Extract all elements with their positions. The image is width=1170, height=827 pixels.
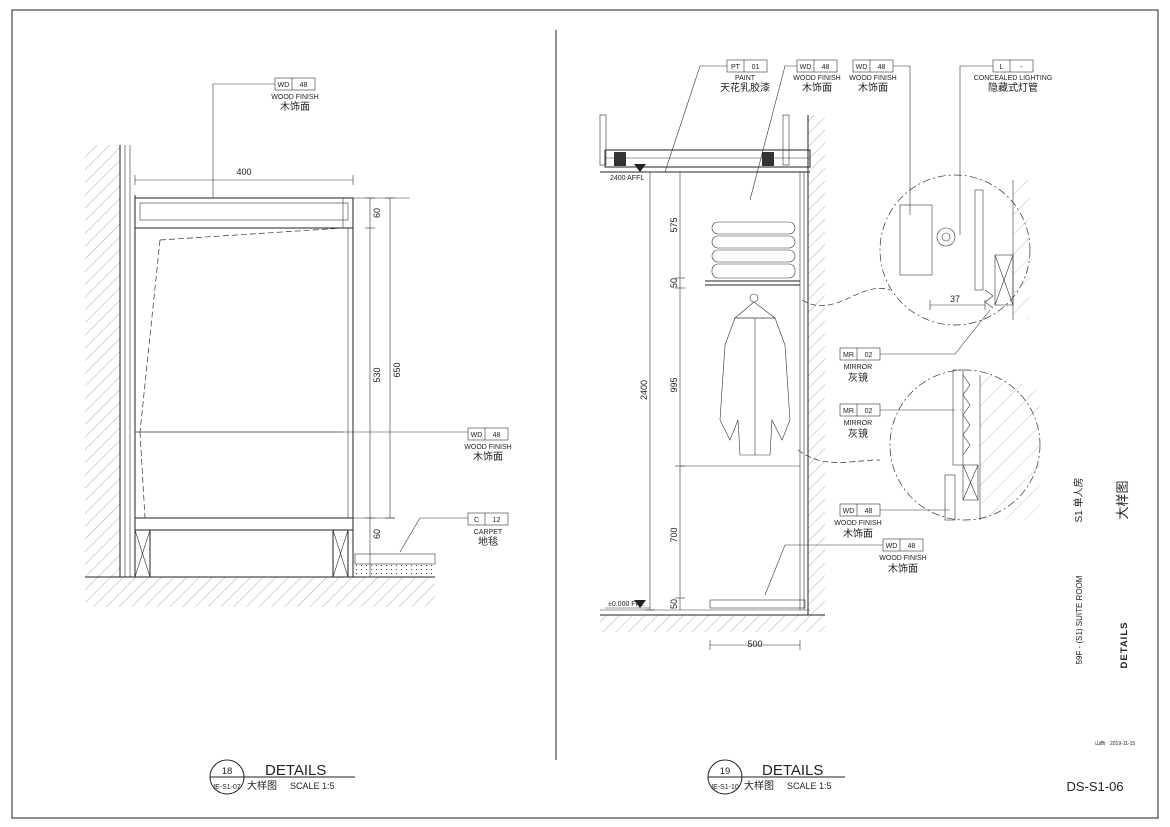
dim-19-700: 700 [669,527,679,542]
svg-text:48: 48 [300,82,308,89]
svg-text:IE-S1-10: IE-S1-10 [711,784,739,791]
svg-text:L: L [1000,64,1004,71]
svg-text:02: 02 [865,408,873,415]
callout-18-wd-mid: WD 48 WOOD FINISH 木饰面 [135,427,512,463]
svg-text:大样图: 大样图 [744,779,774,792]
dim-19-50a: 50 [669,278,679,288]
dim-19-total: 2400 [639,380,649,400]
callout-19-lighting: L - CONCEALED LIGHTING 隐藏式灯管 [959,59,1053,235]
dim-19-50b: 50 [669,599,679,609]
svg-text:WOOD FINISH: WOOD FINISH [849,75,896,82]
svg-text:48: 48 [878,64,886,71]
dim-18-bottom: 60 [372,529,382,539]
level-19-bottom: ±0.000 FFL [608,601,644,608]
svg-text:48: 48 [865,508,873,515]
svg-text:-: - [1020,64,1023,71]
svg-text:WD: WD [800,64,812,71]
dim-19-995: 995 [669,377,679,392]
svg-text:灰镜: 灰镜 [848,427,868,440]
svg-text:WD: WD [886,543,898,550]
svg-text:WD: WD [278,82,290,89]
svg-text:CONCEALED LIGHTING: CONCEALED LIGHTING [974,75,1053,82]
svg-text:18: 18 [222,766,233,777]
dim-19-575: 575 [669,217,679,232]
svg-text:MIRROR: MIRROR [844,364,872,371]
sheet-note-2: 2019-11-15 [1110,741,1135,747]
svg-text:木饰面: 木饰面 [473,450,503,463]
svg-text:天花乳胶漆: 天花乳胶漆 [720,81,770,94]
sheet-title-cn: 大样图 [1115,480,1130,519]
svg-text:C: C [474,517,479,524]
svg-text:WOOD FINISH: WOOD FINISH [464,444,511,451]
svg-text:WD: WD [471,432,483,439]
svg-text:灰镜: 灰镜 [848,371,868,384]
svg-text:木饰面: 木饰面 [802,81,832,94]
svg-text:WOOD FINISH: WOOD FINISH [834,520,881,527]
svg-text:地毯: 地毯 [478,535,498,548]
detail-19-drawing [599,114,891,650]
detail-18-title: 18 IE-S1-07 DETAILS 大样图 SCALE 1:5 [209,759,355,795]
callout-19-mirror-b: MR 02 MIRROR 灰镜 [839,403,955,440]
svg-text:WD: WD [856,64,868,71]
callout-18-wd-top: WD 48 WOOD FINISH 木饰面 [212,77,319,198]
svg-text:大样图: 大样图 [247,779,277,792]
svg-text:48: 48 [822,64,830,71]
svg-text:48: 48 [493,432,501,439]
svg-text:48: 48 [908,543,916,550]
svg-text:木饰面: 木饰面 [280,100,310,113]
svg-text:隐藏式灯管: 隐藏式灯管 [988,81,1038,94]
sheet-title-en: DETAILS [1119,622,1130,669]
svg-text:12: 12 [493,517,501,524]
svg-text:SCALE 1:5: SCALE 1:5 [787,781,832,791]
svg-text:PAINT: PAINT [735,75,756,82]
detail-18-drawing [85,145,436,607]
dim-18-total: 650 [392,362,402,377]
sheet-note-1: 山西 [1095,740,1105,747]
sheet-border [11,9,1159,819]
svg-text:MR: MR [843,408,854,415]
callout-19-wd-b: WD 48 WOOD FINISH 木饰面 [849,59,911,215]
svg-text:DETAILS: DETAILS [762,762,823,779]
svg-text:WOOD FINISH: WOOD FINISH [271,94,318,101]
level-19-top: 2400 AFFL [610,175,644,182]
svg-text:IE-S1-07: IE-S1-07 [213,784,241,791]
svg-text:SCALE 1:5: SCALE 1:5 [290,781,335,791]
svg-text:木饰面: 木饰面 [843,527,873,540]
svg-text:MIRROR: MIRROR [844,420,872,427]
callout-19-paint: PT 01 PAINT 天花乳胶漆 [664,59,770,173]
svg-text:WD: WD [843,508,855,515]
project-name-en: 59F - (S1) SUITE ROOM [1075,575,1084,664]
svg-text:木饰面: 木饰面 [888,562,918,575]
dim-18-top: 60 [372,208,382,218]
dim-18-width: 400 [236,167,251,177]
dim-19-37: 37 [950,294,960,304]
svg-text:CARPET: CARPET [474,529,503,536]
svg-text:19: 19 [720,766,731,777]
dim-18-middle: 530 [372,367,382,382]
sheet-number: DS-S1-06 [1066,779,1123,794]
detail-19-title: 19 IE-S1-10 DETAILS 大样图 SCALE 1:5 [707,759,845,795]
svg-text:02: 02 [865,352,873,359]
svg-text:DETAILS: DETAILS [265,762,326,779]
svg-text:PT: PT [731,64,741,71]
enlarged-detail-bottom [889,369,1041,521]
callout-19-mirror-a: MR 02 MIRROR 灰镜 [839,309,991,384]
callout-18-carpet: C 12 CARPET 地毯 [399,512,509,553]
svg-text:01: 01 [752,64,760,71]
callout-19-wd-c: WD 48 WOOD FINISH 木饰面 [834,503,950,540]
dim-19-width: 500 [747,639,762,649]
project-name-cn: S1 单人房 [1072,477,1085,522]
callout-19-wd-a: WD 48 WOOD FINISH 木饰面 [749,59,841,201]
svg-text:WOOD FINISH: WOOD FINISH [879,555,926,562]
callout-19-wd-d: WD 48 WOOD FINISH 木饰面 [764,538,927,596]
enlarged-detail-top [879,174,1031,326]
svg-text:木饰面: 木饰面 [858,81,888,94]
svg-text:MR: MR [843,352,854,359]
svg-text:WOOD FINISH: WOOD FINISH [793,75,840,82]
